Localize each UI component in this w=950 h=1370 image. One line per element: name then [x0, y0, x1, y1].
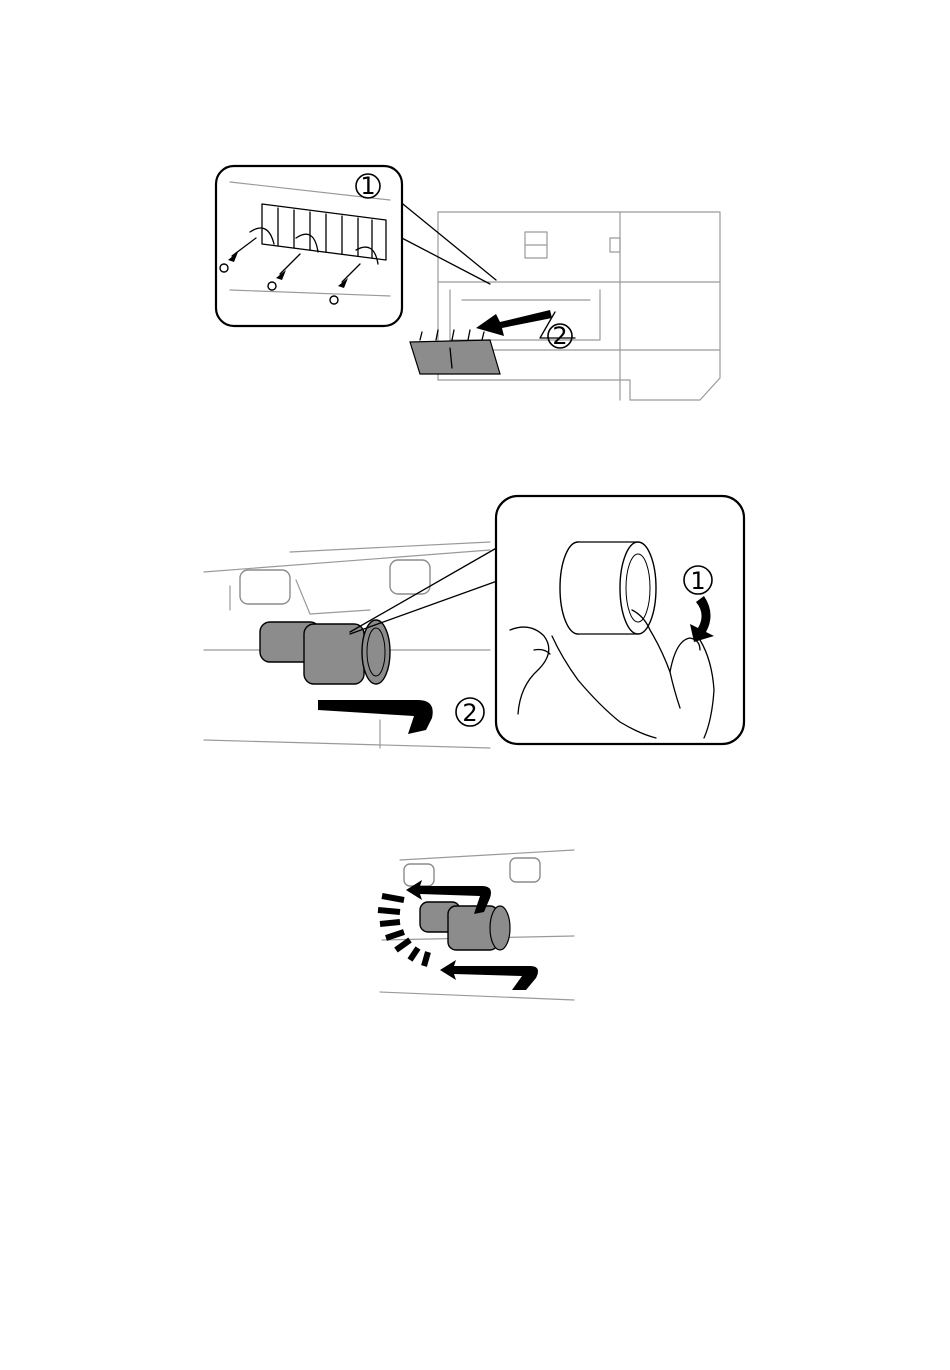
screw-icon [268, 282, 276, 290]
callout-step-2: 2 [548, 322, 572, 350]
screw-icon [220, 264, 228, 272]
roller-icon [420, 902, 510, 950]
arrow-icon [476, 310, 552, 336]
figure-remove-rollers: 2 1 [200, 490, 760, 760]
svg-text:1: 1 [360, 172, 375, 200]
svg-text:2: 2 [462, 699, 477, 727]
figure-remove-cover: 1 2 [200, 160, 740, 420]
arrow-icon [318, 700, 433, 734]
arrow-icon [440, 960, 538, 990]
svg-text:1: 1 [690, 567, 705, 595]
callout-step-2: 2 [456, 698, 484, 727]
cover-icon [410, 330, 500, 374]
svg-text:2: 2 [552, 322, 567, 350]
zoomed-roller-detail [560, 542, 656, 634]
figure-install-rollers [370, 840, 590, 1010]
roller-icon [260, 620, 390, 684]
screw-icon [330, 296, 338, 304]
